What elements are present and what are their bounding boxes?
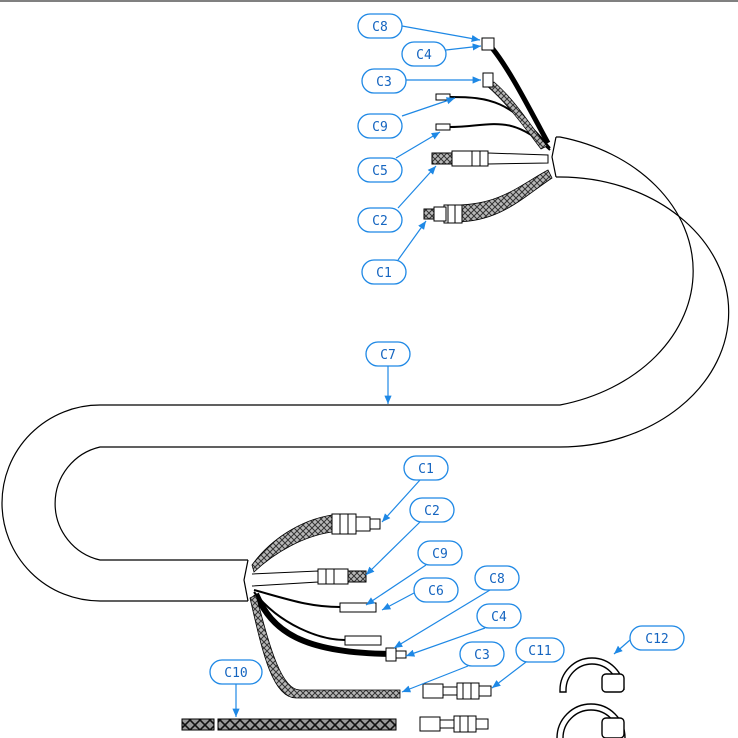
svg-text:C5: C5 (372, 164, 388, 179)
c1-fitting-bottom (331, 513, 381, 535)
svg-text:C8: C8 (372, 20, 388, 35)
callout-c7[interactable]: C7 (365, 341, 411, 404)
callout-c10[interactable]: C10 (209, 659, 263, 717)
c11-coupling-2 (419, 715, 489, 733)
svg-text:C12: C12 (645, 632, 668, 647)
callout-c3-top[interactable]: C3 (361, 68, 481, 94)
callouts: C8 C4 C3 C9 C5 C2 C1 (209, 13, 685, 717)
callout-c11[interactable]: C11 (491, 637, 565, 689)
callout-c9-bottom[interactable]: C9 (365, 540, 463, 606)
c4-end-bottom (395, 650, 407, 659)
c10-sleeve-2 (217, 718, 397, 731)
svg-text:C6: C6 (428, 584, 444, 599)
svg-text:C4: C4 (491, 610, 507, 625)
svg-text:C3: C3 (474, 648, 490, 663)
c12-clip-1 (559, 657, 625, 693)
bottom-breakout (181, 513, 626, 738)
svg-text:C2: C2 (372, 214, 388, 229)
callout-c1-bottom[interactable]: C1 (381, 455, 449, 523)
svg-text:C2: C2 (424, 504, 440, 519)
svg-text:C9: C9 (432, 547, 448, 562)
svg-text:C8: C8 (489, 572, 505, 587)
callout-c8-top[interactable]: C8 (357, 13, 481, 43)
callout-c2-bottom[interactable]: C2 (365, 497, 455, 576)
svg-text:C1: C1 (376, 266, 392, 281)
c3-fitting-top (482, 72, 494, 88)
c9-plug-bottom (339, 602, 377, 613)
c4-fitting-top (481, 37, 495, 51)
callout-c4-bottom[interactable]: C4 (405, 603, 522, 657)
svg-text:C4: C4 (416, 48, 432, 63)
svg-text:C7: C7 (380, 348, 396, 363)
callout-c9-top[interactable]: C9 (357, 97, 456, 139)
top-breakout (423, 37, 553, 224)
c11-coupling-1 (422, 682, 492, 700)
callout-c2-top[interactable]: C2 (357, 165, 437, 233)
callout-c12[interactable]: C12 (613, 625, 685, 655)
callout-c8-bottom[interactable]: C8 (393, 565, 520, 649)
svg-text:C9: C9 (372, 120, 388, 135)
callout-c3-bottom[interactable]: C3 (401, 641, 505, 693)
c12-clip-2 (556, 703, 626, 738)
callout-c4-top[interactable]: C4 (401, 41, 482, 67)
callout-c5-top[interactable]: C5 (357, 131, 441, 183)
hose-body (1, 136, 730, 602)
callout-c1-top[interactable]: C1 (361, 220, 427, 285)
c6-plug-bottom (344, 635, 382, 646)
svg-text:C11: C11 (528, 644, 551, 659)
c2-fitting-bottom (317, 568, 367, 585)
c2-fitting-top (431, 150, 489, 167)
c5-plug-top (435, 123, 451, 131)
svg-text:C10: C10 (224, 666, 247, 681)
c1-fitting-top (423, 204, 463, 224)
c9-plug-top (435, 93, 451, 101)
c10-sleeve-1 (181, 718, 215, 731)
svg-text:C3: C3 (376, 75, 392, 90)
callout-c6-bottom[interactable]: C6 (381, 577, 459, 611)
svg-text:C1: C1 (418, 462, 434, 477)
c8-end-bottom (385, 647, 397, 662)
